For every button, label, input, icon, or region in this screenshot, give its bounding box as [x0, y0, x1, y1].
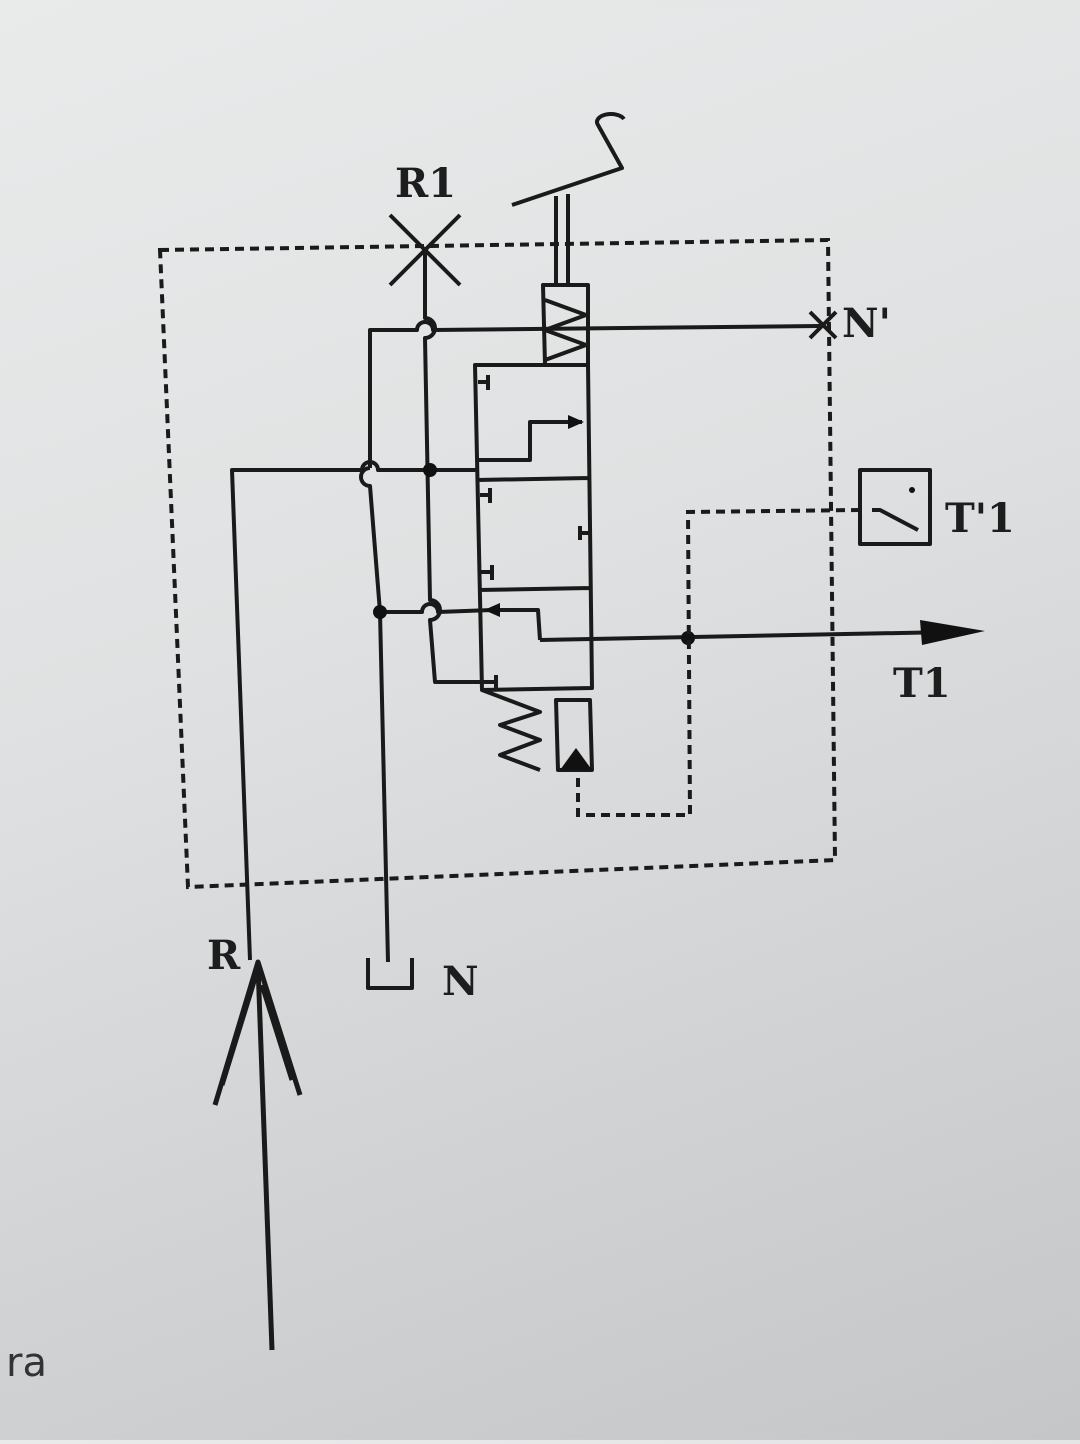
enclosure-boundary: [157, 237, 838, 890]
label-n: N: [442, 958, 479, 1005]
t1-output-line: [539, 630, 951, 642]
n-return-line: [359, 466, 390, 963]
manual-lever-stem: [554, 194, 570, 285]
valve-flow-path-lower: [494, 608, 542, 641]
junction-dot: [423, 463, 437, 477]
margin-text: ra: [6, 1340, 47, 1386]
label-n-prime: N': [842, 300, 891, 347]
label-r: R: [207, 932, 241, 979]
top-actuator-box: [541, 283, 590, 367]
pilot-line: [576, 508, 861, 817]
flow-arrow: [484, 603, 500, 617]
r-inlet-arrow: [212, 959, 303, 1351]
t-prime-1-switch-box: [858, 468, 932, 546]
r1-line: [423, 250, 490, 684]
junction-dot: [373, 605, 387, 619]
n-tank-icon: [366, 958, 414, 990]
manual-lever-arm: [511, 112, 626, 207]
lower-line: [380, 602, 493, 614]
switch-pivot: [909, 487, 915, 493]
junction-dot: [681, 631, 695, 645]
n-prime-port-cross: [808, 310, 838, 340]
label-t-prime-1: T'1: [945, 495, 1015, 542]
valve-flow-path-upper: [478, 420, 582, 462]
r-supply-line: [230, 460, 478, 961]
t1-arrow-head: [920, 620, 985, 645]
return-spring-icon: [481, 688, 542, 772]
label-r1: R1: [395, 160, 457, 207]
switch-contact: [872, 508, 919, 532]
pilot-triangle: [560, 748, 592, 770]
label-t1: T1: [893, 660, 951, 707]
flow-arrow: [568, 415, 584, 429]
n-prime-line: [368, 320, 821, 468]
valve-blocked-ports: [478, 375, 590, 690]
